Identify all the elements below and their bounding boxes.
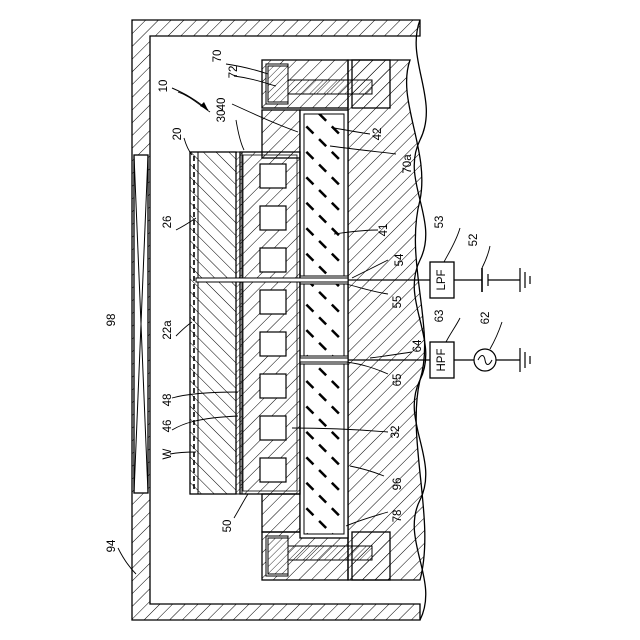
label-54: 54 — [394, 253, 406, 266]
label-48: 48 — [162, 394, 174, 407]
label-78: 78 — [392, 510, 404, 523]
clamp-lower-78 — [262, 532, 390, 580]
clamp-upper-70 — [262, 60, 390, 108]
label-26: 26 — [162, 216, 174, 229]
label-70a: 70a — [402, 154, 414, 174]
label-64: 64 — [412, 339, 424, 352]
label-52: 52 — [468, 234, 480, 247]
base-96 — [348, 60, 425, 580]
label-98: 98 — [106, 314, 118, 327]
dc-source-52 — [454, 268, 530, 292]
arrow-10 — [172, 88, 208, 110]
insulator-41 — [300, 110, 348, 538]
label-20: 20 — [172, 128, 184, 141]
label-70: 70 — [212, 50, 224, 63]
label-22a: 22a — [162, 320, 174, 340]
label-50: 50 — [222, 520, 234, 533]
lpf-filter: LPF — [430, 262, 454, 298]
label-63: 63 — [434, 310, 446, 323]
label-65: 65 — [392, 374, 404, 387]
rf-source-62 — [454, 348, 530, 372]
hpf-filter: HPF — [430, 342, 454, 378]
label-55: 55 — [392, 296, 404, 309]
lpf-label: LPF — [436, 269, 448, 290]
label-72: 72 — [228, 66, 240, 79]
label-41: 41 — [378, 224, 390, 237]
label-30: 30 — [216, 110, 228, 123]
label-W: W — [162, 448, 174, 459]
stage-30 — [240, 152, 300, 494]
hpf-label: HPF — [436, 349, 448, 372]
label-40: 40 — [216, 98, 228, 111]
label-42: 42 — [372, 128, 384, 141]
chuck-20 — [190, 152, 236, 494]
label-53: 53 — [434, 216, 446, 229]
bond-layer-46 — [236, 152, 242, 494]
label-32: 32 — [390, 426, 402, 439]
label-10: 10 — [158, 80, 170, 93]
label-94: 94 — [106, 539, 118, 552]
label-96: 96 — [392, 478, 404, 491]
label-62: 62 — [480, 312, 492, 325]
shower-head-98 — [134, 155, 148, 493]
label-46: 46 — [162, 420, 174, 433]
